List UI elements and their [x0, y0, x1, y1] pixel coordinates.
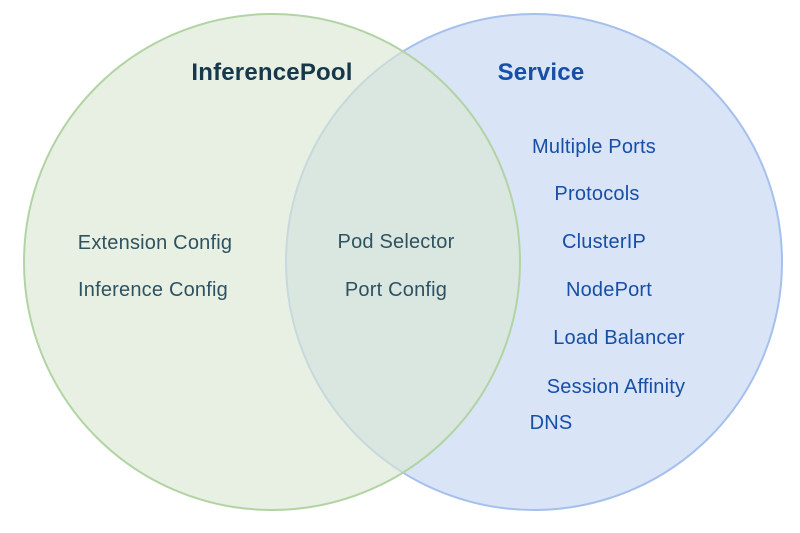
inferencepool-circle [23, 13, 521, 511]
inferencepool-title: InferencePool [191, 59, 353, 86]
service-item-protocols: Protocols [554, 183, 640, 205]
inferencepool-item-inference-config: Inference Config [78, 279, 228, 301]
service-item-multiple-ports: Multiple Ports [532, 136, 656, 158]
service-item-load-balancer: Load Balancer [553, 327, 685, 349]
overlap-item-port-config: Port Config [344, 279, 448, 301]
overlap-item-pod-selector: Pod Selector [337, 231, 455, 253]
service-title: Service [497, 59, 585, 86]
service-item-dns: DNS [529, 412, 573, 434]
service-item-nodeport: NodePort [565, 279, 653, 301]
inferencepool-item-extension-config: Extension Config [77, 232, 233, 254]
service-item-session-affinity: Session Affinity [546, 376, 686, 398]
service-item-clusterip: ClusterIP [561, 231, 647, 253]
